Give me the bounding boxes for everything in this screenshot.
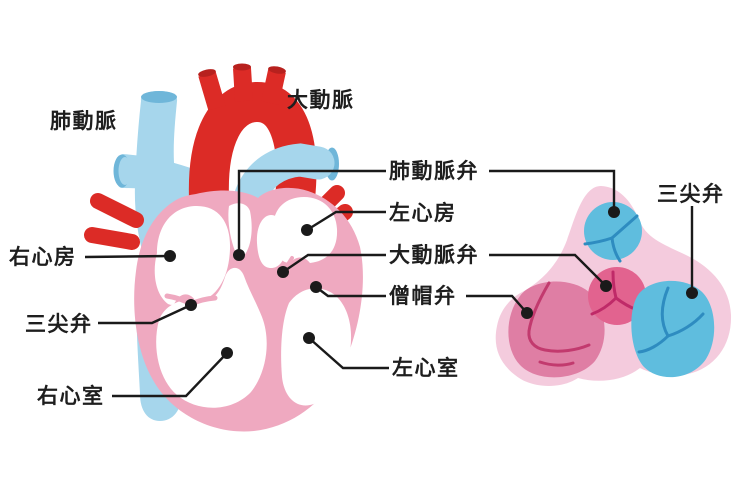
pulmonary-valve-cusp-1 — [610, 214, 639, 240]
aortic-valve-cusp-1 — [611, 270, 618, 300]
branch-2-opening — [233, 63, 251, 71]
label-right-atrium: 右心房 — [9, 245, 77, 269]
branch-1-opening — [198, 69, 216, 77]
pulmonary-valve-circle — [584, 202, 642, 260]
pulmonary-valve-heart-dot — [233, 249, 245, 261]
pulmonary-valve-leader-right — [489, 169, 616, 212]
label-left-ventricle: 左心室 — [392, 356, 460, 380]
mitral-valve-leader-right — [466, 294, 528, 314]
tricuspid-panel-dot — [686, 287, 698, 299]
pulmonary-valve-leader-left — [237, 169, 386, 255]
right-atrium-dot — [164, 250, 176, 262]
pulmonary-valve-cusp-3 — [610, 236, 622, 263]
aorta-branch-2 — [233, 67, 253, 102]
pulmonary-trunk — [234, 143, 335, 212]
left-atrium-dot — [301, 224, 313, 236]
branch-3-opening — [268, 66, 286, 74]
label-aorta: 大動脈 — [287, 89, 355, 112]
tricuspid-valve-curve-1 — [660, 286, 670, 338]
aortic-valve-leader-left — [282, 253, 386, 273]
branch-opening-inner — [118, 157, 132, 185]
right-atrium-chamber — [154, 205, 231, 305]
aorta-branch-3 — [261, 69, 286, 105]
mitral-valve-shape — [508, 281, 605, 378]
tricuspid-dot — [185, 299, 197, 311]
aorta-branch-1 — [198, 71, 226, 111]
label-pulmonary-valve: 肺動脈弁 — [389, 159, 479, 183]
leader-lines — [84, 169, 698, 398]
tricuspid-valve-curve-2 — [666, 312, 705, 338]
left-ventricle-dot — [303, 332, 315, 344]
tricuspid-valve-shape — [631, 280, 715, 378]
right-ventricle-dot — [221, 347, 233, 359]
label-left-atrium: 左心房 — [389, 201, 457, 225]
label-pulmonary-artery: 肺動脈 — [50, 110, 118, 133]
left-ventricle-leader — [308, 337, 389, 370]
right-pulmonary-vein-stub-1 — [90, 193, 144, 228]
left-atrium-leader — [306, 210, 386, 232]
svc-opening — [141, 91, 177, 103]
label-mitral-valve: 僧帽弁 — [389, 284, 457, 308]
right-ventricle-leader — [112, 352, 228, 398]
right-pulmonary-artery-branch — [115, 154, 196, 198]
label-tricuspid-valve: 三尖弁 — [25, 312, 93, 336]
aortic-valve-leader-right — [489, 253, 607, 287]
aortic-valve-cusp-2 — [590, 296, 618, 316]
tricuspid-leader — [98, 303, 192, 325]
label-right-ventricle: 右心室 — [37, 384, 105, 408]
label-tricuspid-valve-panel: 三尖弁 — [657, 182, 725, 206]
pulmonary-valve-panel-dot — [608, 206, 620, 218]
right-pulmonary-vein-stub-2 — [84, 227, 140, 250]
mitral-valve-curve-2 — [538, 360, 575, 367]
mitral-valve-curve-1 — [527, 281, 591, 353]
mitral-valve-heart-dot — [310, 281, 322, 293]
valve-cross-section — [495, 186, 732, 386]
right-atrium-leader — [84, 254, 171, 259]
left-ventricle-chamber — [281, 288, 352, 406]
aortic-valve-heart-dot — [277, 266, 289, 278]
pulmonary-artery-vessel — [234, 143, 339, 212]
aortic-valve-panel-dot — [600, 280, 612, 292]
labels: 肺動脈 大動脈 肺動脈弁 左心房 大動脈弁 僧帽弁 右心房 三尖弁 右心室 左心… — [9, 89, 725, 408]
mitral-valve-panel-dot — [521, 307, 533, 319]
label-aortic-valve: 大動脈弁 — [389, 243, 479, 267]
pulmonary-valve-cusp-2 — [583, 236, 614, 246]
tricuspid-valve-curve-3 — [637, 334, 670, 354]
